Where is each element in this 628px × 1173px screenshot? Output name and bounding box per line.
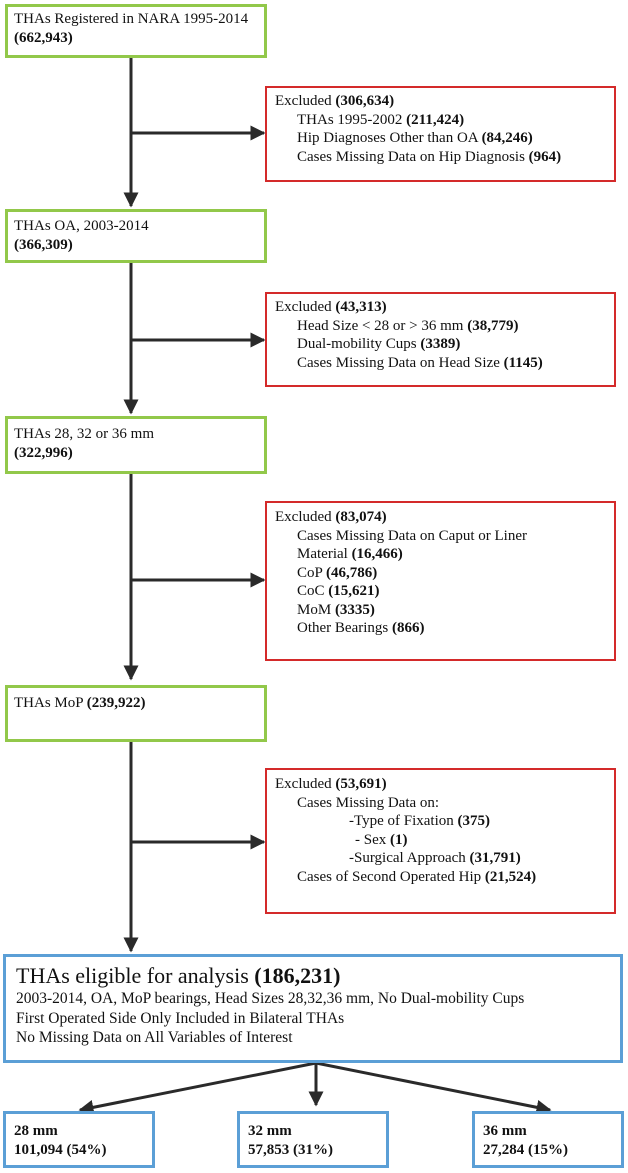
- stage-count: (322,996): [14, 444, 73, 461]
- group-value: 57,853 (31%): [248, 1141, 333, 1158]
- exclusion-box-2: Excluded (43,313) Head Size < 28 or > 36…: [265, 292, 616, 387]
- exclusion-item: Cases Missing Data on Caput or Liner: [297, 527, 527, 544]
- exclusion-item-count: (31,791): [469, 850, 521, 866]
- eligible-criteria-line: 2003-2014, OA, MoP bearings, Head Sizes …: [16, 990, 525, 1007]
- exclusion-subitem: - Sex: [355, 831, 387, 848]
- group-value: 101,094 (54%): [14, 1141, 107, 1158]
- exclusion-count: (83,074): [335, 509, 387, 525]
- exclusion-item-count: (964): [528, 148, 562, 165]
- exclusion-box-3: Excluded (83,074) Cases Missing Data on …: [265, 501, 616, 661]
- stage-title: THAs Registered in NARA 1995-2014: [14, 11, 249, 27]
- exclusion-count: (306,634): [335, 93, 395, 109]
- exclusion-box-4: Excluded (53,691) Cases Missing Data on:…: [265, 768, 616, 914]
- exclusion-label: Excluded: [275, 776, 332, 792]
- exclusion-item: MoM: [297, 601, 332, 618]
- stage-registered-box: THAs Registered in NARA 1995-2014 (662,9…: [5, 4, 267, 58]
- exclusion-item: THAs 1995-2002: [297, 111, 403, 128]
- eligible-criteria-line: First Operated Side Only Included in Bil…: [16, 1009, 345, 1027]
- exclusion-item: Hip Diagnoses Other than OA: [297, 130, 478, 146]
- exclusion-item-count: (84,246): [481, 130, 533, 146]
- stage-count: (662,943): [14, 29, 73, 46]
- group-size: 32 mm: [248, 1123, 292, 1139]
- exclusion-item: Material: [297, 546, 348, 562]
- exclusion-item-count: (15,621): [328, 583, 380, 599]
- eligible-title: THAs eligible for analysis: [16, 963, 249, 988]
- exclusion-subitem: -Surgical Approach: [349, 850, 466, 866]
- exclusion-item: CoC: [297, 583, 325, 599]
- exclusion-item-count: (21,524): [484, 868, 537, 885]
- exclusion-item: Cases Missing Data on Head Size: [297, 354, 500, 371]
- exclusion-item: Cases Missing Data on Hip Diagnosis: [297, 148, 525, 165]
- exclusion-item-count: (211,424): [406, 111, 465, 128]
- exclusion-subitem: -Type of Fixation: [349, 813, 454, 829]
- stage-headsize-box: THAs 28, 32 or 36 mm (322,996): [5, 416, 267, 474]
- exclusion-label: Excluded: [275, 509, 332, 525]
- group-box-32mm: 32 mm 57,853 (31%): [237, 1111, 389, 1168]
- group-size: 36 mm: [483, 1123, 527, 1139]
- exclusion-item-count: (38,779): [467, 317, 519, 334]
- stage-title: THAs MoP: [14, 695, 84, 711]
- exclusion-item-count: (866): [391, 620, 425, 636]
- eligible-box: THAs eligible for analysis (186,231) 200…: [3, 954, 623, 1063]
- group-size: 28 mm: [14, 1123, 58, 1139]
- stage-count: (239,922): [86, 695, 146, 711]
- stage-count: (366,309): [14, 236, 73, 253]
- exclusion-item: Other Bearings: [297, 620, 389, 636]
- exclusion-count: (53,691): [335, 776, 387, 792]
- arrow-split-left: [78, 1061, 317, 1115]
- exclusion-label: Excluded: [275, 93, 332, 109]
- exclusion-item-count: (16,466): [351, 546, 403, 562]
- stage-mop-box: THAs MoP (239,922): [5, 685, 267, 742]
- group-box-36mm: 36 mm 27,284 (15%): [472, 1111, 624, 1168]
- exclusion-item: Head Size < 28 or > 36 mm: [297, 317, 464, 334]
- exclusion-item: CoP: [297, 564, 323, 581]
- arrow-split-right: [315, 1061, 552, 1115]
- group-box-28mm: 28 mm 101,094 (54%): [3, 1111, 155, 1168]
- exclusion-item-count: (1): [390, 831, 408, 848]
- stage-oa-box: THAs OA, 2003-2014 (366,309): [5, 209, 267, 263]
- exclusion-label: Excluded: [275, 299, 332, 315]
- exclusion-box-1: Excluded (306,634) THAs 1995-2002 (211,4…: [265, 86, 616, 182]
- exclusion-item: Dual-mobility Cups: [297, 336, 417, 352]
- eligible-count: (186,231): [254, 963, 341, 988]
- exclusion-item: Cases of Second Operated Hip: [297, 868, 482, 885]
- exclusion-item-count: (3389): [420, 336, 461, 352]
- eligible-criteria-line: No Missing Data on All Variables of Inte…: [16, 1029, 293, 1046]
- group-value: 27,284 (15%): [483, 1141, 568, 1158]
- stage-title: THAs OA, 2003-2014: [14, 218, 149, 234]
- exclusion-heading: Cases Missing Data on:: [297, 794, 440, 811]
- exclusion-item-count: (1145): [503, 354, 543, 371]
- exclusion-count: (43,313): [335, 299, 387, 315]
- stage-title: THAs 28, 32 or 36 mm: [14, 426, 154, 442]
- exclusion-item-count: (3335): [334, 601, 375, 618]
- exclusion-item-count: (46,786): [326, 564, 378, 581]
- exclusion-item-count: (375): [457, 813, 491, 829]
